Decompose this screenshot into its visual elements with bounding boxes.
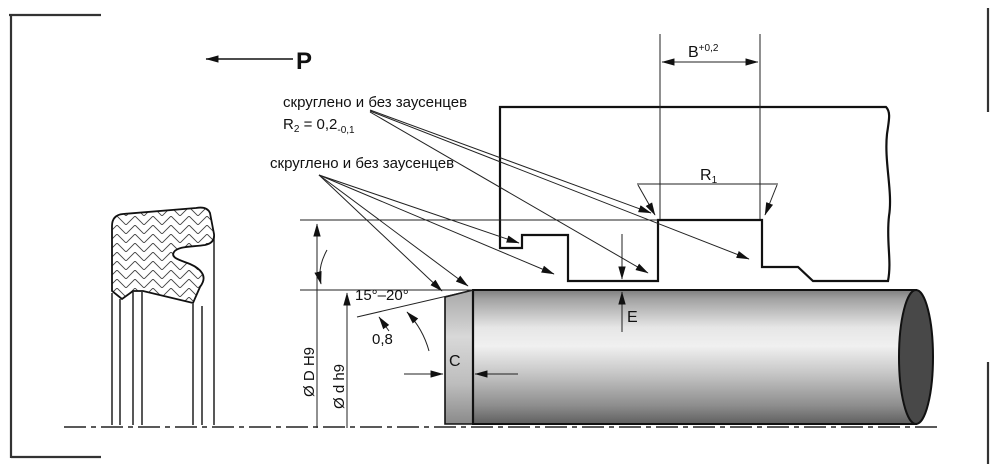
- pressure-arrow: P: [205, 48, 312, 75]
- edge-radius-label: 0,8: [372, 331, 393, 348]
- dim-c-label: C: [449, 353, 461, 370]
- rod: [444, 288, 934, 425]
- dimension-r1: R1: [637, 167, 778, 216]
- edge-notes: скруглено и без заусенцев R2 = 0,2-0,1 с…: [270, 94, 467, 172]
- dimension-e: E: [618, 234, 638, 332]
- rod-end-face: [898, 289, 934, 425]
- dim-b-label: B+0,2: [688, 43, 719, 61]
- dimension-outer-diameter: Ø D H9: [301, 223, 321, 428]
- seal-projection-lines: [111, 236, 215, 425]
- note-rounded-deburred-top: скруглено и без заусенцев: [283, 94, 467, 111]
- chamfer-callouts: 15°–20° 0,8: [314, 249, 430, 352]
- seal-profile-hatch: [111, 206, 215, 305]
- housing-block: [498, 105, 892, 283]
- dim-rod-dia-label: Ø d h9: [331, 364, 348, 409]
- dim-outer-dia-label: Ø D H9: [301, 347, 318, 397]
- pressure-label: P: [296, 48, 312, 75]
- note-rounded-deburred-mid: скруглено и без заусенцев: [270, 155, 454, 172]
- dim-e-label: E: [627, 309, 638, 326]
- dimension-c: C: [404, 353, 518, 378]
- dimension-rod-diameter: Ø d h9: [331, 292, 351, 428]
- drawing-frame: [9, 8, 990, 464]
- note-r2-value: R2 = 0,2-0,1: [283, 116, 355, 136]
- extension-lines: [300, 34, 761, 318]
- dim-r1-label: R1: [700, 167, 718, 186]
- dimension-b: B+0,2: [661, 43, 759, 66]
- note-leader-arrows: [318, 109, 750, 292]
- rod-body: [472, 289, 917, 425]
- seal-cross-section: [111, 206, 215, 425]
- chamfer-angle-label: 15°–20°: [355, 287, 409, 304]
